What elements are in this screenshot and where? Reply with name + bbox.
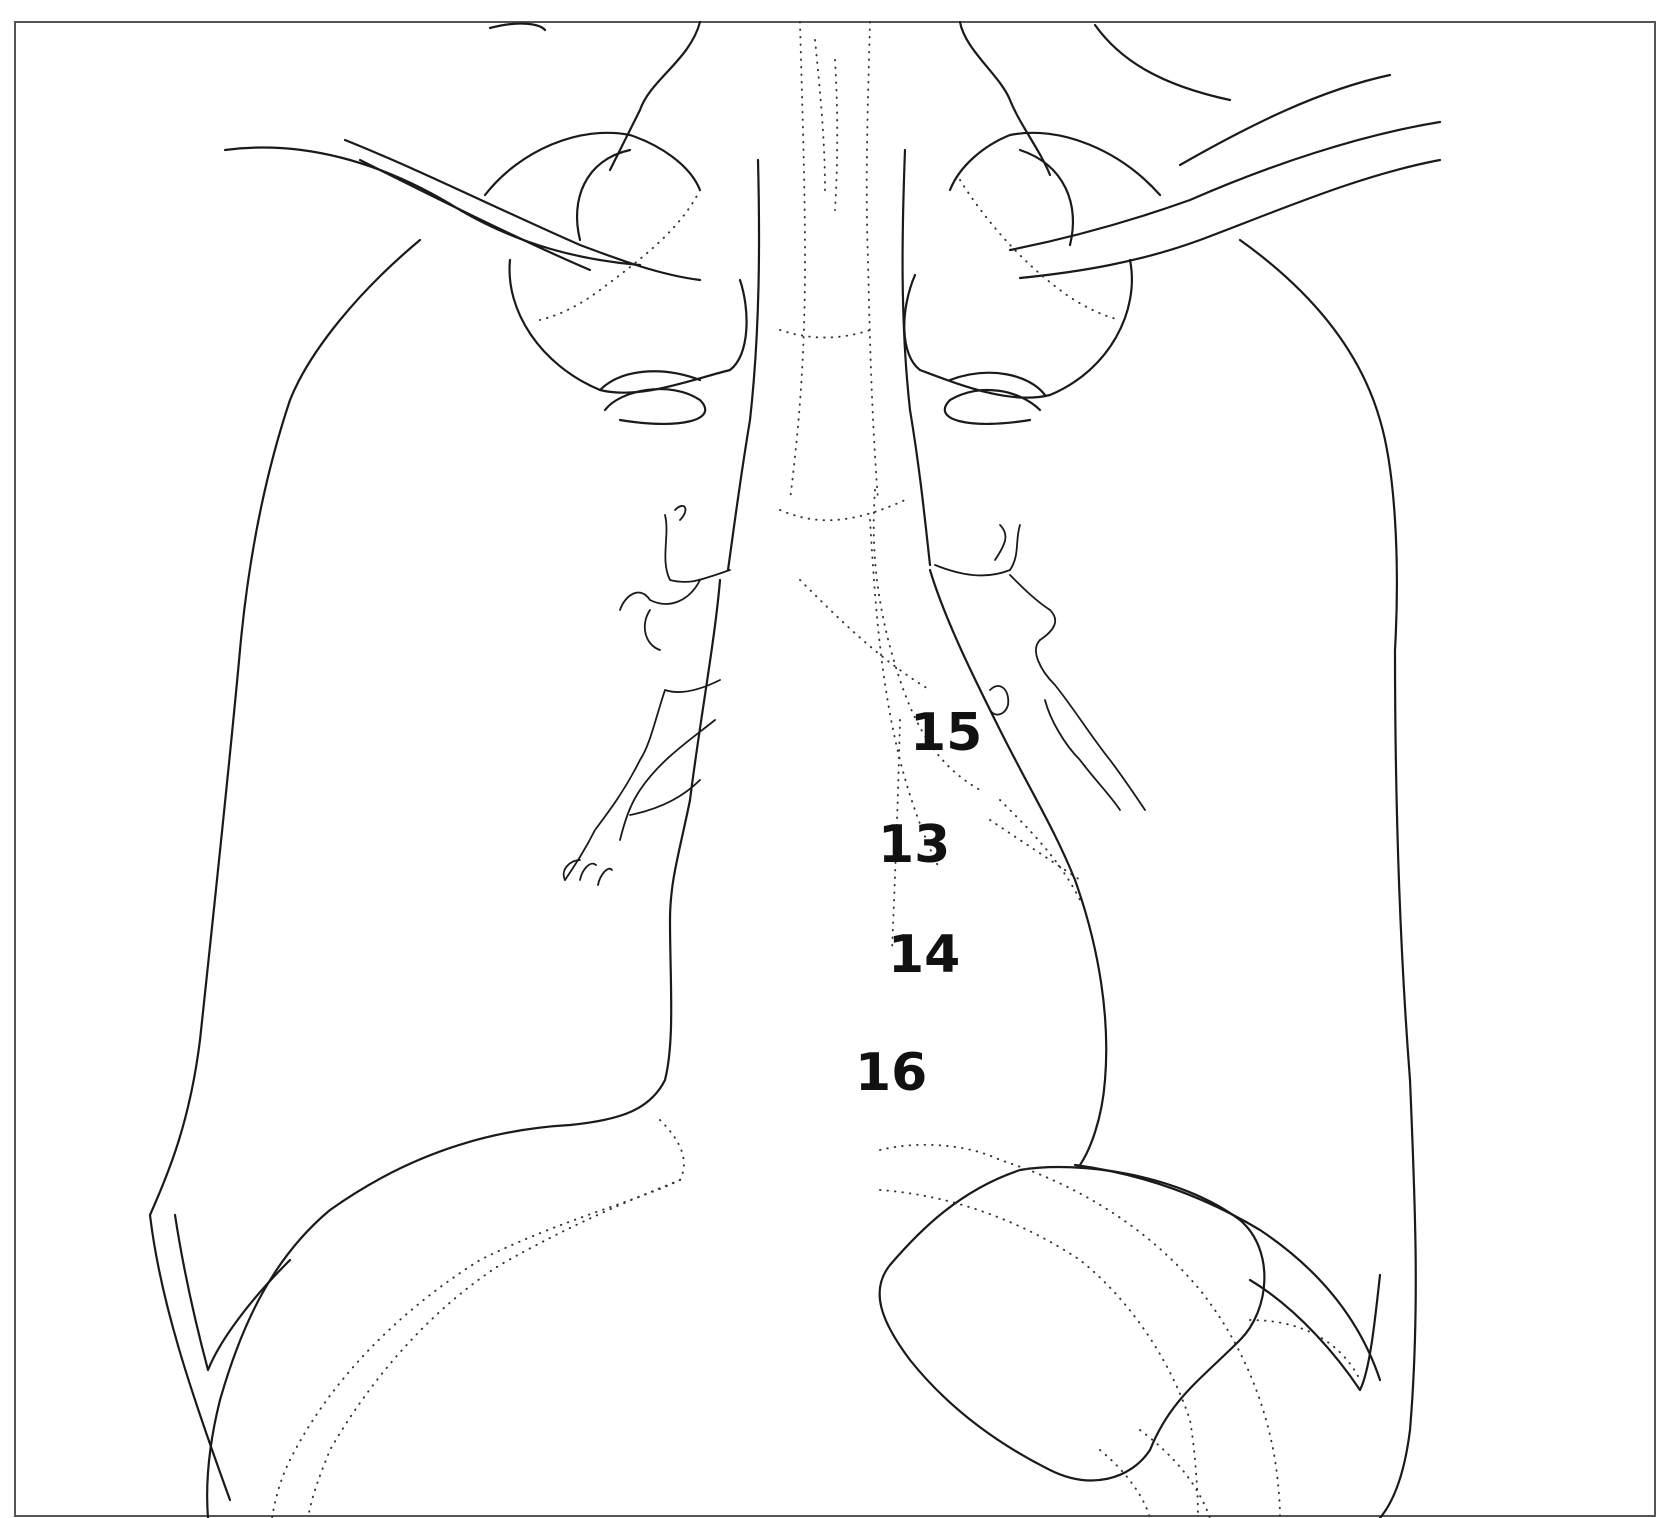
hilum-right-vessel-5 bbox=[565, 680, 720, 880]
lung-left-outline bbox=[1240, 240, 1416, 1518]
hilum-right-vessel-2 bbox=[675, 506, 685, 520]
hilum-right-vessel-1 bbox=[665, 515, 730, 582]
hilum-left-vessel-6 bbox=[990, 686, 1008, 715]
spine-left-dotted bbox=[790, 22, 805, 500]
label-16: 16 bbox=[855, 1043, 927, 1103]
pulm-artery-dotted bbox=[800, 580, 930, 690]
left-diaphragm-inner-dotted bbox=[880, 1190, 1198, 1518]
stomach-dotted bbox=[1250, 1320, 1360, 1380]
hilum-right-vessel-3 bbox=[620, 580, 700, 610]
label-15: 15 bbox=[910, 703, 982, 763]
clavicle-left-lower bbox=[360, 160, 590, 270]
right-heart-border bbox=[207, 580, 720, 1518]
left-paraspinal-dotted bbox=[990, 820, 1080, 880]
humeral-head-right bbox=[950, 133, 1160, 195]
lung-right-outline bbox=[150, 240, 420, 1500]
humeral-head-right-inner bbox=[1020, 150, 1073, 245]
clavicle-right-mid bbox=[1020, 160, 1440, 278]
hilum-right-vessel-4 bbox=[645, 610, 660, 650]
spine-center-1 bbox=[815, 40, 825, 190]
rib3-left bbox=[605, 389, 705, 424]
rib3-right bbox=[945, 390, 1040, 424]
humeral-head-left-inner bbox=[577, 150, 630, 240]
clavicle-right-lower bbox=[1180, 75, 1390, 165]
right-diaphragm-inner-dotted bbox=[308, 1180, 680, 1518]
hilum-left-vessel-5 bbox=[1045, 700, 1120, 810]
hilum-left-vessel-1 bbox=[935, 525, 1020, 575]
heart-apex-dotted bbox=[1000, 800, 1080, 900]
neck-left-contour bbox=[490, 24, 545, 30]
left-heart-border bbox=[930, 570, 1106, 1165]
trachea-right-wall-upper bbox=[960, 22, 1050, 175]
right-hemidiaphragm-dotted bbox=[272, 1120, 684, 1518]
costophrenic-left bbox=[1250, 1275, 1380, 1390]
hilum-left-vessel-2 bbox=[995, 525, 1005, 560]
rib1-left bbox=[510, 260, 747, 393]
hilum-left-vessel-3 bbox=[1010, 575, 1055, 640]
rib2-left bbox=[600, 371, 700, 390]
label-13: 13 bbox=[878, 815, 950, 875]
gastric-bubble bbox=[880, 1167, 1265, 1480]
trachea-left-wall-upper bbox=[610, 22, 700, 170]
neck-right-contour bbox=[1095, 25, 1230, 100]
spine-center-2 bbox=[835, 60, 837, 210]
spine-right-dotted bbox=[867, 22, 878, 500]
tracheal-carina-dotted bbox=[780, 330, 870, 338]
trachea-right-wall bbox=[903, 150, 930, 565]
neck-dotted-right bbox=[960, 180, 1120, 320]
costophrenic-right bbox=[175, 1215, 290, 1370]
trachea-left-wall bbox=[728, 160, 759, 570]
humeral-head-left bbox=[485, 133, 700, 195]
left-diaphragm-dotted bbox=[880, 1145, 1280, 1518]
tracheal-lower-dotted bbox=[780, 500, 905, 520]
hilum-left-vessel-4 bbox=[1036, 640, 1145, 810]
lower-dome-dotted bbox=[1140, 1430, 1210, 1518]
neck-dotted-left bbox=[540, 190, 700, 320]
label-14: 14 bbox=[888, 925, 960, 985]
